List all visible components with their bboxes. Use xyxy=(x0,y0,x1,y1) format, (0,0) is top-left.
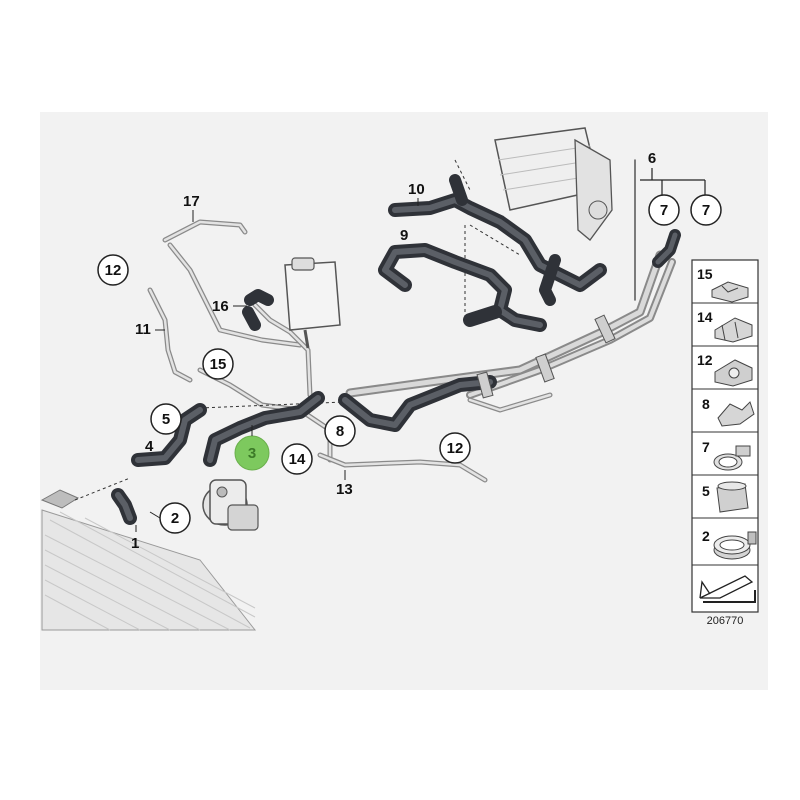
svg-text:5: 5 xyxy=(162,411,170,428)
pipe-brackets xyxy=(476,314,616,399)
heat-exchanger xyxy=(494,127,613,241)
clip-15-icon xyxy=(711,281,749,303)
spring-clamp-5-icon xyxy=(716,481,749,513)
svg-text:14: 14 xyxy=(289,451,306,468)
callout-8[interactable]: 8 xyxy=(324,415,356,447)
svg-text:5: 5 xyxy=(702,483,710,499)
svg-text:2: 2 xyxy=(171,510,179,527)
callout-7-right[interactable]: 7 xyxy=(690,194,722,226)
callout-13[interactable]: 13 xyxy=(336,481,353,498)
diagram-id-label: 206770 xyxy=(707,615,744,627)
svg-text:12: 12 xyxy=(697,352,713,368)
electric-water-pump xyxy=(202,479,259,531)
callout-14[interactable]: 14 xyxy=(281,443,313,475)
legend-item-12[interactable]: 12 xyxy=(697,352,753,387)
clip-14-icon xyxy=(714,317,753,343)
hose-group xyxy=(111,174,681,525)
callout-17[interactable]: 17 xyxy=(183,193,200,210)
callout-2[interactable]: 2 xyxy=(149,502,191,534)
callout-16[interactable]: 16 xyxy=(212,298,229,315)
svg-text:7: 7 xyxy=(702,439,710,455)
svg-text:8: 8 xyxy=(336,423,344,440)
clip-12-icon xyxy=(714,359,753,387)
svg-text:8: 8 xyxy=(702,396,710,412)
hose-clamp-2-icon xyxy=(713,531,757,560)
callout-4[interactable]: 4 xyxy=(145,438,154,455)
svg-text:14: 14 xyxy=(697,309,713,325)
legend-item-7[interactable]: 7 xyxy=(702,439,751,471)
direction-arrow-icon[interactable] xyxy=(699,575,756,603)
hose-clamp-7-icon xyxy=(713,445,751,471)
legend-item-14[interactable]: 14 xyxy=(697,309,753,343)
svg-text:3: 3 xyxy=(248,445,256,462)
radiator-core xyxy=(40,489,257,631)
callout-1[interactable]: 1 xyxy=(131,535,139,552)
callout-10[interactable]: 10 xyxy=(408,181,425,198)
callout-12-upper[interactable]: 12 xyxy=(97,254,129,286)
svg-text:15: 15 xyxy=(697,266,713,282)
callout-15[interactable]: 15 xyxy=(202,348,234,380)
legend-item-15[interactable]: 15 xyxy=(697,266,749,303)
expansion-tank xyxy=(284,257,341,349)
callout-9[interactable]: 9 xyxy=(400,227,408,244)
callout-11[interactable]: 11 xyxy=(135,321,151,338)
svg-text:12: 12 xyxy=(105,262,122,279)
legend-item-2[interactable]: 2 xyxy=(702,528,757,560)
svg-text:2: 2 xyxy=(702,528,710,544)
svg-text:7: 7 xyxy=(660,202,668,219)
callout-5[interactable]: 5 xyxy=(150,403,182,435)
callout-6[interactable]: 6 xyxy=(648,150,656,167)
clip-8-icon xyxy=(717,401,755,427)
svg-text:15: 15 xyxy=(210,356,227,373)
legend-item-8[interactable]: 8 xyxy=(702,396,755,427)
callout-7-left[interactable]: 7 xyxy=(648,194,680,226)
svg-text:12: 12 xyxy=(447,440,464,457)
svg-text:7: 7 xyxy=(702,202,710,219)
legend-item-5[interactable]: 5 xyxy=(702,481,749,513)
callout-3-highlighted[interactable]: 3 xyxy=(234,425,270,471)
callout-12-lower[interactable]: 12 xyxy=(439,432,471,464)
callout-6-bracket xyxy=(640,168,706,195)
